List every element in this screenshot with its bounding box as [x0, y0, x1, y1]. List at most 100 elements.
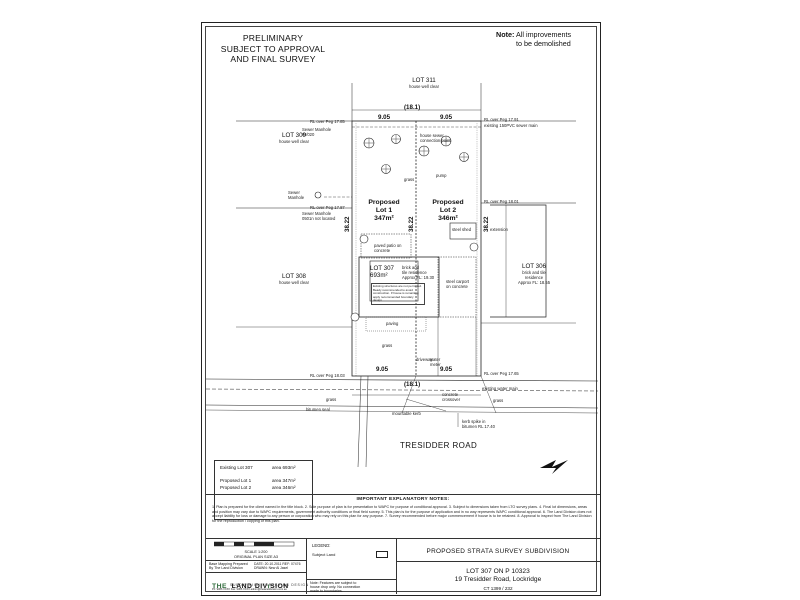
note-text-1: All improvements: [515, 30, 572, 39]
base-mapping-line-1: Base Mapping Prepared: [209, 562, 248, 566]
lot-307-label: LOT 307 693m²: [370, 265, 400, 279]
lot-307-desc-1: brick and: [402, 265, 419, 270]
original-plan-size: ORIGINAL PLAN SIZE A3: [234, 555, 278, 559]
residence-inner: [369, 260, 419, 302]
manhole-symbol: [314, 191, 322, 199]
grass-label-1: grass: [404, 177, 415, 182]
features-note-1: Note: Features are subject to: [310, 581, 357, 585]
base-mapping-line-2: By The Land Division: [209, 566, 243, 571]
lot-307-area: 693m²: [370, 272, 388, 279]
lot-309-name: LOT 309: [282, 132, 306, 139]
pump-label: pump: [436, 173, 447, 178]
tree-8: [350, 312, 360, 322]
house-connection-label: house sewer connection point: [420, 133, 451, 143]
tb-hline-2: [206, 572, 306, 573]
lot-307-residence: brick and tile residence Approx FL: 19.3…: [402, 265, 442, 280]
road-name: TRESIDDER ROAD: [400, 441, 478, 450]
lot-reference: LOT 307 ON P 10323: [466, 568, 530, 575]
logo-land-2: SION: [270, 583, 289, 590]
extension-label: extension: [490, 227, 508, 232]
paving-label: paving: [386, 321, 399, 326]
logo-land: LAND DIV: [231, 583, 268, 590]
date-ref: DATE: 20.10.2011 REF: 07476 DRAWN: New A…: [254, 562, 300, 571]
heading-line-2: SUBJECT TO APPROVAL: [220, 43, 326, 54]
base-mapping: Base Mapping Prepared By The Land Divisi…: [209, 562, 253, 571]
existing-sewer-label: existing 150PVC sewer main: [484, 123, 538, 128]
manhole-ref-1: Sewer Manhole IN/020: [302, 127, 332, 137]
legend-label: LEGEND:: [312, 543, 331, 548]
scale-label: SCALE 1:200: [244, 550, 268, 554]
subject-land-label: Subject Land: [312, 552, 336, 557]
dim-top-right: 9.05: [440, 114, 453, 121]
proposed-lot-2-label-1: Proposed: [432, 199, 464, 206]
steel-carport-label: steel carport on concrete: [446, 279, 470, 289]
property-address: 19 Tresidder Road, Lockridge: [454, 576, 542, 583]
dim-bottom-total: (18.1): [404, 381, 421, 388]
crossover-right: [480, 375, 497, 414]
areas-lot1-label: Proposed Lot 1: [220, 478, 252, 483]
dim-top-left: 9.05: [378, 114, 391, 121]
logo-subtitle: SUBDIVISION SURVEYING DESIGN: [230, 583, 310, 587]
sheet-frame: PRELIMINARY SUBJECT TO APPROVAL AND FINA…: [205, 26, 600, 594]
tb-hline-3: [306, 579, 396, 580]
title-block: SCALE 1:200 ORIGINAL PLAN SIZE A3 Base M…: [206, 538, 600, 594]
lot-306-desc-1: brick and tile: [522, 270, 546, 275]
lot-306-desc-3: Approx FL: 18.55: [517, 280, 551, 285]
tb-hline-4: [396, 561, 600, 562]
proposed-lot-2: Proposed Lot 2 346m²: [420, 199, 476, 222]
tree-7: [359, 234, 369, 244]
dim-top-total: (18.1): [404, 104, 421, 111]
proposed-lot-2-area: 346m²: [438, 214, 458, 222]
explanatory-notes: IMPORTANT EXPLANATORY NOTES: 1. Plan is …: [206, 494, 600, 539]
preliminary-heading: PRELIMINARY SUBJECT TO APPROVAL AND FINA…: [213, 33, 333, 65]
peg-rl-3: RL over Peg 17.87: [310, 205, 345, 210]
demolition-note: Note: All improvements to be demolished: [496, 30, 592, 49]
areas-lot1-value: area 347m²: [272, 478, 296, 483]
lot-307-desc-3: Approx FL: 19.30: [402, 275, 435, 280]
lot-306-name: LOT 306: [522, 263, 546, 270]
dim-bottom-left: 9.05: [376, 366, 389, 373]
company-logo: THE LAND DIVıSION: [212, 575, 289, 593]
explanatory-text: 1. Plan is prepared for the client named…: [212, 505, 592, 523]
water-main-line: [206, 388, 598, 392]
lot-306-house: [490, 204, 547, 318]
lot-308-name: LOT 308: [282, 273, 306, 280]
proposed-lot-1: Proposed Lot 1 347m²: [356, 199, 412, 222]
service-line-2: [365, 375, 369, 468]
kerb-line: [206, 404, 598, 409]
steel-shed: [449, 222, 477, 240]
lot-307-desc-2: tile residence: [402, 270, 427, 275]
explanatory-title: IMPORTANT EXPLANATORY NOTES:: [356, 497, 450, 502]
company-contact: Ph: 9386 XXXX Fax: 9386 XXXX admin@thela…: [212, 588, 287, 591]
steel-carport: [437, 256, 477, 318]
note-label: Note:: [496, 30, 515, 39]
dim-side-mid: 38.22: [408, 216, 415, 232]
features-note-2: house drop only. No connection: [310, 585, 361, 590]
crossover-left: [401, 375, 417, 414]
mountable-kerb-label: mountable kerb: [392, 411, 421, 416]
peg-rl-1: RL over Peg 17.85: [310, 119, 345, 124]
paving-area: [365, 316, 427, 332]
survey-sheet: PRELIMINARY SUBJECT TO APPROVAL AND FINA…: [201, 22, 601, 596]
steel-shed-label: steel shed: [452, 227, 472, 232]
service-line-1: [357, 375, 362, 468]
lot-308-desc: house well clear: [278, 280, 310, 285]
lot-309-desc: house well clear: [278, 139, 310, 144]
grass-label-2: grass: [382, 343, 393, 348]
tree-9: [469, 242, 479, 252]
peg-rl-4: RL over Peg 18.01: [484, 199, 519, 204]
paved-patio-label: paved patio on concrete: [374, 243, 402, 253]
subject-land-swatch: [376, 551, 388, 558]
paved-patio: [360, 233, 412, 259]
proposed-lot-1-label-2: Lot 1: [375, 206, 393, 214]
manhole-ref-2: Sewer Manhole 0501n not located: [302, 211, 336, 221]
sewer-manhole-label: Sewer Manhole: [288, 190, 305, 200]
lot-306-desc-2: residence: [524, 275, 544, 280]
drawn-label: DRAWN: New Al Jasel: [254, 566, 288, 571]
tb-divider-1: [306, 539, 307, 594]
tb-divider-2: [396, 539, 397, 594]
lot-307-boundary: [351, 120, 482, 377]
peg-rl-6: RL over Peg 17.65: [484, 371, 519, 376]
date-label: DATE: 20.10.2011: [254, 562, 282, 566]
certificate-of-title: CT 1399 / 232: [483, 586, 513, 591]
